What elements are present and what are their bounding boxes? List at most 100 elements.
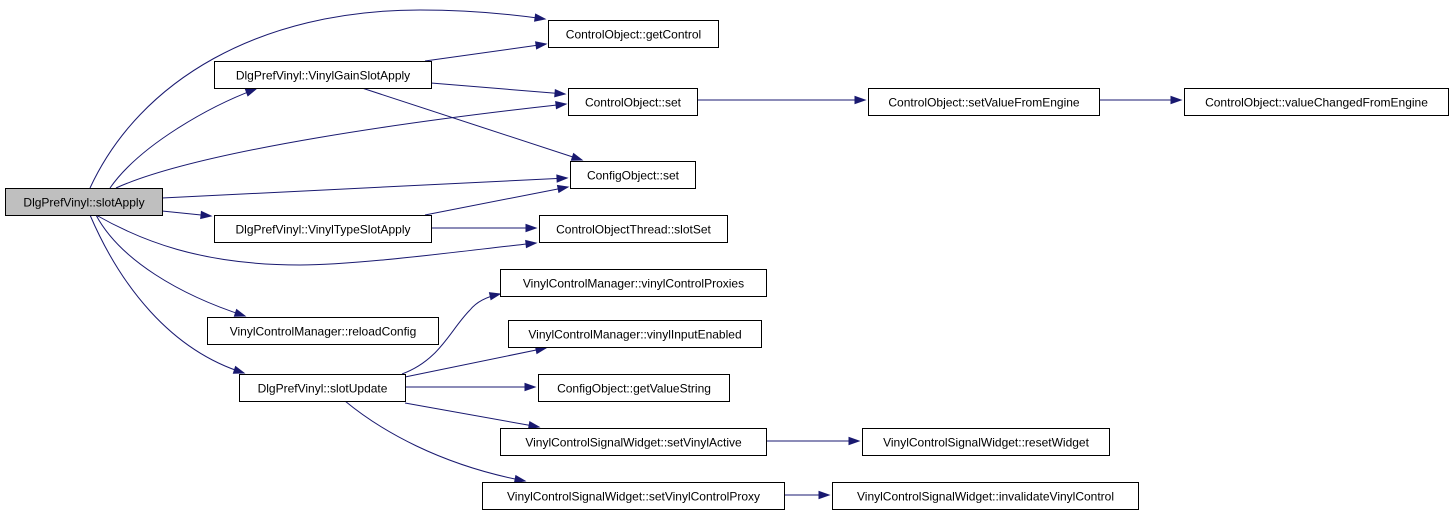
edge-typeSlotApply-to-configSet — [424, 184, 570, 216]
edge-arrowhead — [200, 210, 213, 220]
node-label: VinylControlManager::vinylControlProxies — [523, 277, 744, 291]
edge-setValueFromEngine-to-valueChangedFromEngine — [1099, 95, 1183, 105]
node-box — [548, 20, 719, 48]
node-box — [5, 188, 163, 216]
edge-line — [161, 177, 568, 199]
node-slotApply[interactable]: DlgPrefVinyl::slotApply — [5, 188, 163, 216]
node-box — [207, 317, 439, 345]
node-label: ControlObject::set — [585, 96, 682, 110]
edge-arrowhead — [232, 365, 246, 374]
node-slotUpdate[interactable]: DlgPrefVinyl::slotUpdate — [239, 374, 406, 402]
edge-gainSlotApply-to-coSet — [430, 82, 567, 98]
edge-arrowhead — [244, 88, 258, 97]
edge-arrowhead — [527, 421, 541, 430]
node-box — [500, 428, 767, 456]
edge-line — [89, 214, 245, 374]
edge-slotApply-to-typeSlotApply — [161, 210, 213, 220]
node-setVinylControlProxy[interactable]: VinylControlSignalWidget::setVinylContro… — [482, 482, 785, 510]
node-label: ControlObjectThread::slotSet — [556, 223, 711, 237]
node-box — [539, 215, 728, 243]
edge-arrowhead — [525, 239, 538, 249]
node-setVinylActive[interactable]: VinylControlSignalWidget::setVinylActive — [500, 428, 767, 456]
edge-line — [115, 103, 567, 189]
edge-arrowhead — [854, 95, 867, 105]
edge-line — [424, 186, 569, 216]
edge-line — [404, 402, 540, 428]
edge-arrowhead — [233, 308, 247, 317]
edge-slotUpdate-to-setVinylActive — [404, 402, 541, 430]
edge-line — [109, 88, 257, 189]
edge-line — [404, 347, 547, 378]
nodes-layer: DlgPrefVinyl::slotApply ControlObject::ge… — [5, 20, 1449, 510]
edge-slotUpdate-to-setVinylControlProxy — [344, 400, 527, 484]
node-label: VinylControlSignalWidget::resetWidget — [883, 436, 1090, 450]
node-invalidateVinylControl[interactable]: VinylControlSignalWidget::invalidateViny… — [832, 482, 1139, 510]
node-box — [500, 269, 767, 297]
edge-line — [344, 400, 526, 482]
node-box — [868, 88, 1100, 116]
edge-line — [430, 82, 566, 95]
node-vinylInputEnabled[interactable]: VinylControlManager::vinylInputEnabled — [508, 320, 762, 348]
edge-arrowhead — [848, 436, 861, 446]
node-box — [568, 88, 698, 116]
edge-arrowhead — [1170, 95, 1183, 105]
node-setValueFromEngine[interactable]: ControlObject::setValueFromEngine — [868, 88, 1100, 116]
node-label: VinylControlManager::vinylInputEnabled — [528, 328, 741, 342]
edge-slotUpdate-to-getValueString — [405, 382, 537, 392]
edge-coSet-to-setValueFromEngine — [697, 95, 867, 105]
edge-line — [401, 293, 501, 375]
node-label: VinylControlSignalWidget::setVinylContro… — [507, 490, 760, 504]
node-gainSlotApply[interactable]: DlgPrefVinyl::VinylGainSlotApply — [214, 61, 432, 89]
node-label: ControlObject::getControl — [566, 28, 701, 42]
node-configSet[interactable]: ConfigObject::set — [570, 161, 696, 189]
node-typeSlotApply[interactable]: DlgPrefVinyl::VinylTypeSlotApply — [214, 215, 432, 243]
node-label: VinylControlSignalWidget::setVinylActive — [525, 436, 742, 450]
edge-arrowhead — [556, 184, 570, 194]
edge-slotUpdate-to-vinylInputEnabled — [404, 345, 548, 378]
node-valueChangedFromEngine[interactable]: ControlObject::valueChangedFromEngine — [1184, 88, 1449, 116]
edge-arrowhead — [534, 13, 547, 22]
edge-slotApply-to-reloadConfig — [95, 214, 247, 317]
node-box — [239, 374, 406, 402]
edge-slotApply-to-configSet — [161, 174, 569, 199]
edge-setVinylActive-to-resetWidget — [766, 436, 861, 446]
edge-arrowhead — [513, 474, 527, 484]
node-label: DlgPrefVinyl::VinylGainSlotApply — [236, 69, 410, 83]
node-label: VinylControlManager::reloadConfig — [230, 325, 417, 339]
node-box — [508, 320, 762, 348]
node-box — [1184, 88, 1449, 116]
node-reloadConfig[interactable]: VinylControlManager::reloadConfig — [207, 317, 439, 345]
edge-slotApply-to-gainSlotApply — [109, 88, 258, 189]
edge-arrowhead — [556, 174, 569, 183]
edge-arrowhead — [525, 223, 538, 233]
edge-line — [89, 9, 546, 189]
edge-line — [424, 43, 547, 62]
node-resetWidget[interactable]: VinylControlSignalWidget::resetWidget — [862, 428, 1110, 456]
edge-line — [361, 87, 583, 161]
edge-typeSlotApply-to-cotSlotSet — [431, 223, 538, 233]
node-box — [214, 61, 432, 89]
edge-arrowhead — [524, 382, 537, 392]
edge-slotApply-to-slotUpdate — [89, 214, 246, 374]
node-label: ConfigObject::getValueString — [557, 382, 711, 396]
node-label: DlgPrefVinyl::slotApply — [23, 196, 144, 210]
node-getValueString[interactable]: ConfigObject::getValueString — [538, 374, 730, 402]
node-label: ControlObject::setValueFromEngine — [888, 96, 1080, 110]
node-label: VinylControlSignalWidget::invalidateViny… — [857, 490, 1114, 504]
edge-arrowhead — [570, 152, 584, 161]
edge-setVinylControlProxy-to-invalidateVinylControl — [784, 490, 831, 500]
edge-slotApply-to-cotSlotSet — [95, 214, 538, 266]
edge-slotUpdate-to-vinylControlProxies — [401, 292, 502, 375]
node-vinylControlProxies[interactable]: VinylControlManager::vinylControlProxies — [500, 269, 767, 297]
node-coSet[interactable]: ControlObject::set — [568, 88, 698, 116]
node-box — [482, 482, 785, 510]
edge-arrowhead — [535, 41, 548, 50]
node-label: ControlObject::valueChangedFromEngine — [1205, 96, 1428, 110]
node-cotSlotSet[interactable]: ControlObjectThread::slotSet — [539, 215, 728, 243]
edges-layer — [89, 9, 1183, 500]
node-label: DlgPrefVinyl::slotUpdate — [258, 382, 388, 396]
node-getControl[interactable]: ControlObject::getControl — [548, 20, 719, 48]
node-label: DlgPrefVinyl::VinylTypeSlotApply — [236, 223, 411, 237]
node-box — [862, 428, 1110, 456]
